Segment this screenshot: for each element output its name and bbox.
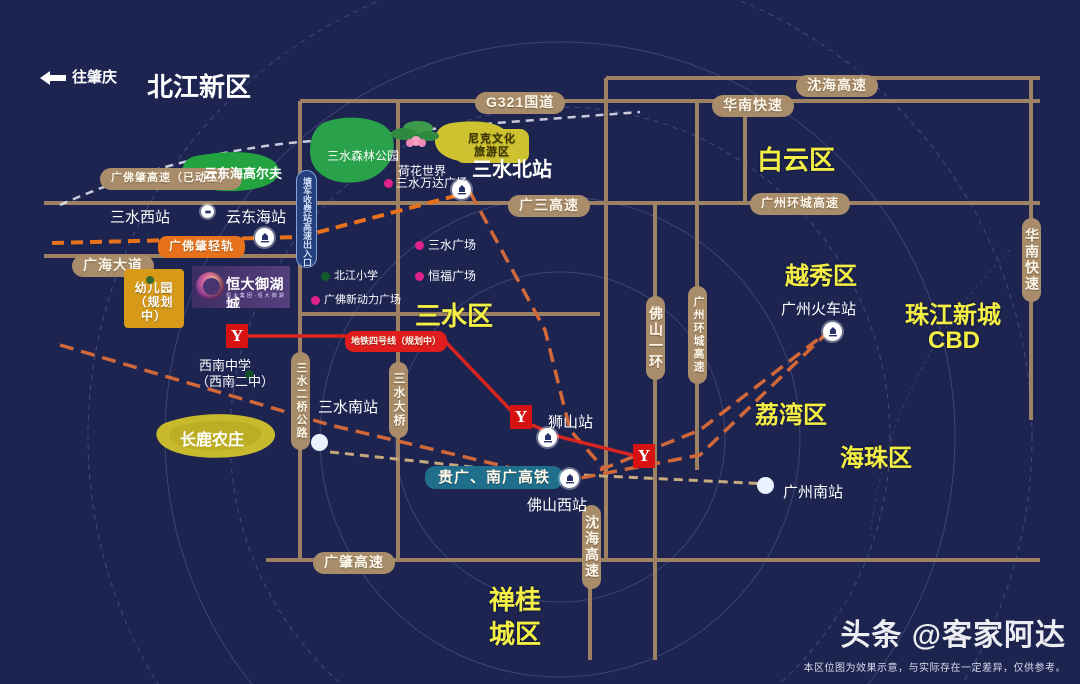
poi-label-gfxdl-plaza: 广佛新动力广场 [324, 294, 401, 306]
metro-icon-sanshui-north[interactable] [452, 180, 471, 199]
station-label-shishan: 狮山站 [548, 414, 594, 431]
poi-dot-wanda-plaza [384, 179, 393, 188]
road-label-huanan-expwy: 华南快速 [712, 95, 794, 117]
poi-card-kindergarten: 幼儿园（规划中） [124, 269, 184, 328]
road-label-shenhai-expwy: 沈海高速 [796, 75, 878, 97]
watermark-text: 头条 @客家阿达 [840, 619, 1066, 652]
district-yuexiu: 越秀区 [785, 263, 857, 290]
direction-label: 往肇庆 [72, 69, 118, 86]
poi-label-beijiang-primary-school: 北江小学 [334, 270, 378, 282]
poi-dot-beijiang-primary-school [321, 272, 330, 281]
poi-label-yundonghai-golf: 云东海高尔夫 [204, 166, 283, 181]
road-label-g321: G321国道 [475, 92, 566, 114]
road-label-sanshui-2nd-bridge-rd: 三水二桥公路 [291, 352, 310, 450]
left-arrow-icon [40, 71, 66, 85]
district-changui-2: 城区 [489, 619, 542, 649]
district-baiyun: 白云区 [757, 145, 836, 175]
poi-label-sanshui-forest-park: 三水森林公园 [327, 149, 400, 163]
poi-dot-gfxdl-plaza [311, 296, 320, 305]
poi-label-sanshui-plaza: 三水广场 [428, 238, 477, 252]
poi-label-xinan-middle-school-alt: （西南二中） [196, 374, 275, 389]
direction-indicator [40, 70, 66, 91]
poi-label-changlu-farm: 长鹿农庄 [180, 432, 245, 449]
station-label-sanshui-north: 三水北站 [472, 159, 552, 181]
road-label-sanshui-bridge: 三水大桥 [389, 362, 408, 438]
project-logo-card[interactable]: 恒大御湖城 恒大集团·恒大御湖城 [192, 266, 290, 308]
rail-label-gfz-light-rail: 广佛肇轻轨 [158, 236, 246, 258]
road-label-shenhai-vertical: 沈海高速 [582, 505, 601, 589]
poi-label-xinan-middle-school: 西南中学 [199, 358, 252, 373]
metro-icon-yundonghai[interactable] [255, 228, 274, 247]
station-label-yundonghai: 云东海站 [226, 209, 287, 226]
metro-marker-east[interactable]: Y [633, 444, 655, 468]
district-sanshui: 三水区 [415, 301, 494, 331]
road-label-gz-ring-expwy: 广州环城高速 [750, 193, 851, 215]
station-label-guangzhou-south: 广州南站 [783, 484, 844, 501]
metro-icon-shishan[interactable] [538, 428, 557, 447]
metro-icon-guangzhou-railway[interactable] [823, 322, 842, 341]
kindergarten-label: 幼儿园（规划中） [134, 281, 174, 323]
poi-dot-hengfu-plaza [415, 272, 424, 281]
road-label-guangzhao-expwy: 广肇高速 [313, 552, 395, 574]
district-haizhu: 海珠区 [840, 445, 912, 472]
poi-label-nico-culture-tourism-zone: 尼克文化旅游区 [455, 129, 529, 163]
rail-icon-sanshui-west[interactable] [201, 205, 214, 218]
toll-gate-label: 塘军收费站高速出入口 [296, 170, 317, 268]
road-label-foshan-ring: 佛山一环 [646, 296, 665, 380]
poi-label-wanda-plaza: 三水万达广场 [396, 176, 469, 190]
station-label-sanshui-west: 三水西站 [110, 209, 171, 226]
project-logo-name: 恒大御湖城 [226, 276, 284, 308]
poi-dot-xinan-middle-school [245, 370, 254, 379]
road-label-guangsan-expwy: 广三高速 [508, 195, 590, 217]
poi-label-lotus-world: 荷花世界 [398, 164, 447, 178]
road-label-huanan-expwy-vertical: 华南快速 [1022, 218, 1041, 302]
district-cbd: CBD [928, 327, 980, 354]
metro-marker-mid[interactable]: Y [510, 405, 532, 429]
blue-dot-icon-sanshui-south[interactable] [311, 434, 328, 451]
district-zhujiang-new-town: 珠江新城 [905, 302, 1001, 329]
road-label-gz-ring-vertical: 广州环城高速 [688, 286, 707, 384]
area-title-beijiang: 北江新区 [147, 72, 252, 102]
poi-dot-sanshui-plaza [415, 241, 424, 250]
project-logo-subtitle: 恒大集团·恒大御湖城 [226, 293, 286, 306]
blue-dot-icon-guangzhou-south[interactable] [757, 477, 774, 494]
station-label-sanshui-south-1: 三水南站 [318, 399, 379, 416]
district-liwan: 荔湾区 [755, 402, 827, 429]
station-label-guangzhou-railway: 广州火车站 [781, 301, 857, 318]
rail-label-guigang-nangang-hsr: 贵广、南广高铁 [425, 466, 564, 489]
metro-marker-west[interactable]: Y [226, 324, 248, 348]
disclaimer-text: 本区位图为效果示意，与实际存在一定差异，仅供参考。 [803, 663, 1066, 674]
road-label-gfz-expwy: 广佛肇高速（已动工） [100, 168, 242, 190]
poi-label-hengfu-plaza: 恒福广场 [428, 269, 477, 283]
district-changui-1: 禅桂 [489, 585, 542, 615]
station-label-foshan-west: 佛山西站 [527, 497, 588, 514]
evergrande-swoosh-icon [196, 272, 224, 300]
rail-label-metro-line-4: 地铁四号线（规划中） [345, 331, 448, 352]
metro-icon-foshan-west[interactable] [560, 469, 579, 488]
kindergarten-dot-icon [146, 276, 154, 284]
